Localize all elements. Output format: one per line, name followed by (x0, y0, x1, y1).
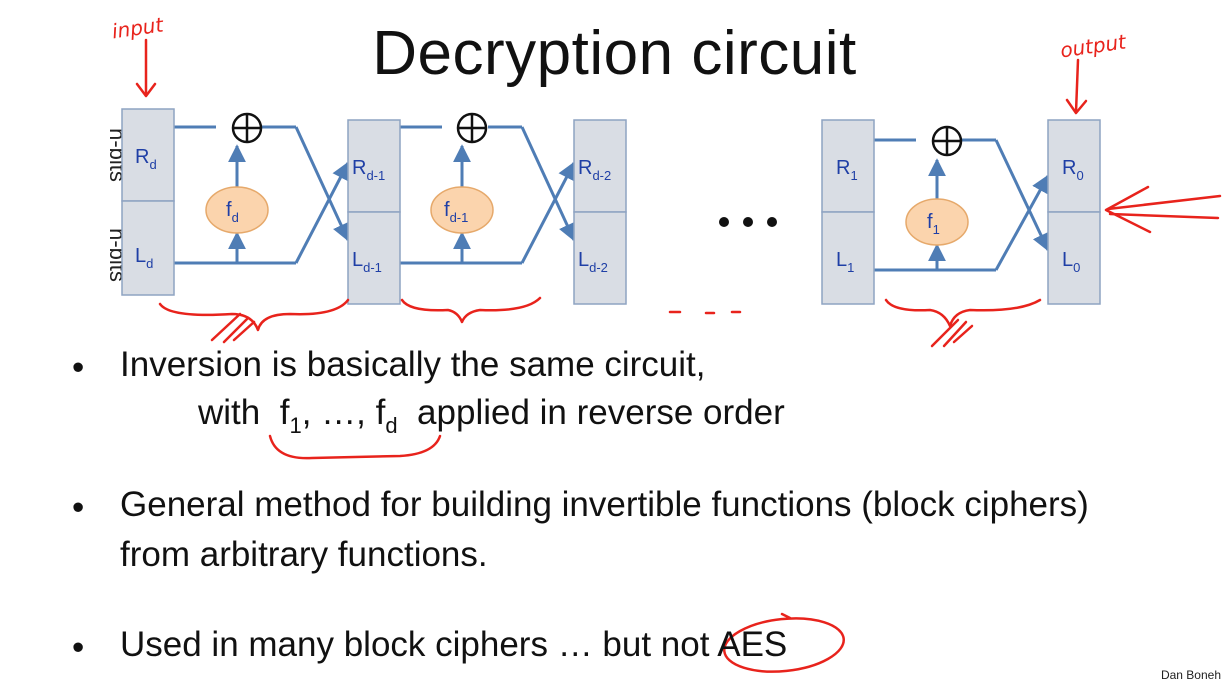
function-f-d: fd (205, 186, 269, 234)
bullet-dot: • (72, 348, 85, 387)
bullet-3: Used in many block ciphers … but not AES (120, 625, 788, 664)
bullet-2-line-1: General method for building invertible f… (120, 485, 1089, 524)
ink-brace-2 (400, 296, 542, 324)
register-stage-0 (1047, 119, 1101, 305)
wires-round-d-1 (400, 125, 576, 265)
xor-icon (231, 112, 263, 144)
label-r-d-1: Rd-1 (352, 157, 385, 183)
bullet-dot: • (72, 488, 85, 527)
label-l-d-2: Ld-2 (578, 249, 608, 275)
ink-circle-aes (723, 617, 845, 673)
register-stage-1 (821, 119, 875, 305)
label-l-0: L0 (1062, 249, 1080, 275)
bullet-dot: • (72, 628, 85, 667)
ink-dashes (668, 310, 742, 315)
register-stage-d-1 (347, 119, 401, 305)
ink-brace-3-marks (930, 318, 974, 348)
svg-text:fd-1: fd-1 (444, 199, 468, 225)
bullet-1-line-2: with f1, …, fd applied in reverse order (198, 393, 785, 438)
ink-output-label: output (1059, 29, 1129, 62)
wires-round-1 (874, 138, 1050, 272)
ink-right-arrow (1104, 185, 1222, 234)
ellipsis-dots (719, 217, 777, 227)
xor-icon (931, 125, 963, 157)
ink-brace-1-marks (210, 312, 256, 344)
ink-input-arrow (135, 38, 157, 98)
ink-brace-1 (158, 298, 350, 332)
register-stage-d-2 (573, 119, 627, 305)
slide-title: Decryption circuit (372, 19, 857, 88)
ink-underline (268, 434, 442, 460)
svg-text:fd: fd (226, 199, 239, 225)
label-l-1: L1 (836, 249, 854, 275)
author-credit: Dan Boneh (1160, 668, 1221, 682)
ink-input-label: input (110, 12, 165, 43)
register-stage-d (121, 108, 175, 296)
function-f-d-1: fd-1 (430, 186, 494, 234)
ink-brace-3 (884, 298, 1042, 328)
function-f-1: f1 (905, 198, 969, 246)
label-r-0: R0 (1062, 157, 1084, 183)
bullet-2-line-2: from arbitrary functions. (120, 535, 488, 574)
label-r-d-2: Rd-2 (578, 157, 611, 183)
label-r-d: Rd (135, 146, 157, 172)
label-r-1: R1 (836, 157, 858, 183)
ink-output-arrow (1065, 58, 1088, 115)
bullet-1-line-1: Inversion is basically the same circuit, (120, 345, 706, 384)
label-l-d-1: Ld-1 (352, 249, 382, 275)
ink-tick-aes (780, 612, 792, 620)
wires-round-d (174, 125, 350, 265)
label-l-d: Ld (135, 245, 153, 271)
xor-icon (456, 112, 488, 144)
svg-text:f1: f1 (927, 211, 940, 237)
